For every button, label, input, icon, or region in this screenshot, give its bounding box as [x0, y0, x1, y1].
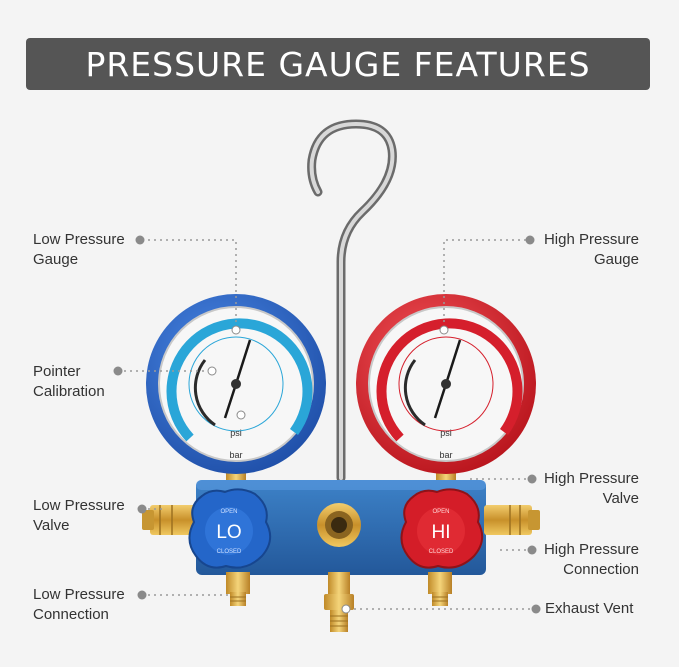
svg-text:CLOSED: CLOSED	[217, 549, 242, 555]
marker-pointer	[113, 366, 123, 376]
leader-dots	[113, 235, 541, 614]
label-exhaust-vent: Exhaust Vent	[545, 600, 634, 617]
marker-high-connection	[527, 545, 537, 555]
low-pressure-gauge: psi bar	[146, 294, 326, 474]
marker-low-gauge	[135, 235, 145, 245]
svg-text:psi: psi	[440, 428, 452, 438]
marker-low-connection	[137, 590, 147, 600]
leader-lines	[118, 239, 536, 610]
label-low-pressure-valve: Low Pressure Valve	[33, 497, 125, 534]
high-pressure-fitting	[428, 572, 452, 606]
svg-text:OPEN: OPEN	[220, 509, 237, 515]
banner: PRESSURE GAUGE FEATURES	[26, 38, 650, 90]
marker-high-valve	[527, 474, 537, 484]
svg-text:OPEN: OPEN	[432, 509, 449, 515]
marker-high-gauge	[525, 235, 535, 245]
lo-knob-label: LO	[216, 522, 241, 543]
label-high-pressure-gauge: High Pressure Gauge	[543, 231, 639, 268]
marker-low-valve	[137, 504, 147, 514]
label-low-pressure-gauge: Low Pressure Gauge	[33, 231, 125, 268]
svg-text:bar: bar	[439, 450, 452, 460]
high-pressure-gauge: psi bar	[356, 294, 536, 474]
svg-text:CLOSED: CLOSED	[429, 549, 454, 555]
label-high-pressure-valve: High Pressure Valve	[543, 470, 639, 507]
svg-text:psi: psi	[230, 428, 242, 438]
hi-knob-label: HI	[432, 522, 451, 543]
high-side-connector	[484, 505, 540, 535]
label-low-pressure-connection: Low Pressure Connection	[33, 586, 125, 623]
low-side-connector	[142, 505, 198, 535]
lo-valve-knob: LO OPEN CLOSED	[188, 488, 272, 569]
exhaust-fitting	[324, 572, 354, 632]
label-pointer-calibration: Pointer Calibration	[33, 363, 105, 400]
label-high-pressure-connection: High Pressure Connection	[543, 541, 639, 578]
svg-text:bar: bar	[229, 450, 242, 460]
hi-valve-knob: HI OPEN CLOSED	[400, 488, 484, 569]
marker-exhaust	[531, 604, 541, 614]
banner-title: PRESSURE GAUGE FEATURES	[85, 44, 591, 84]
low-pressure-fitting	[226, 572, 250, 606]
